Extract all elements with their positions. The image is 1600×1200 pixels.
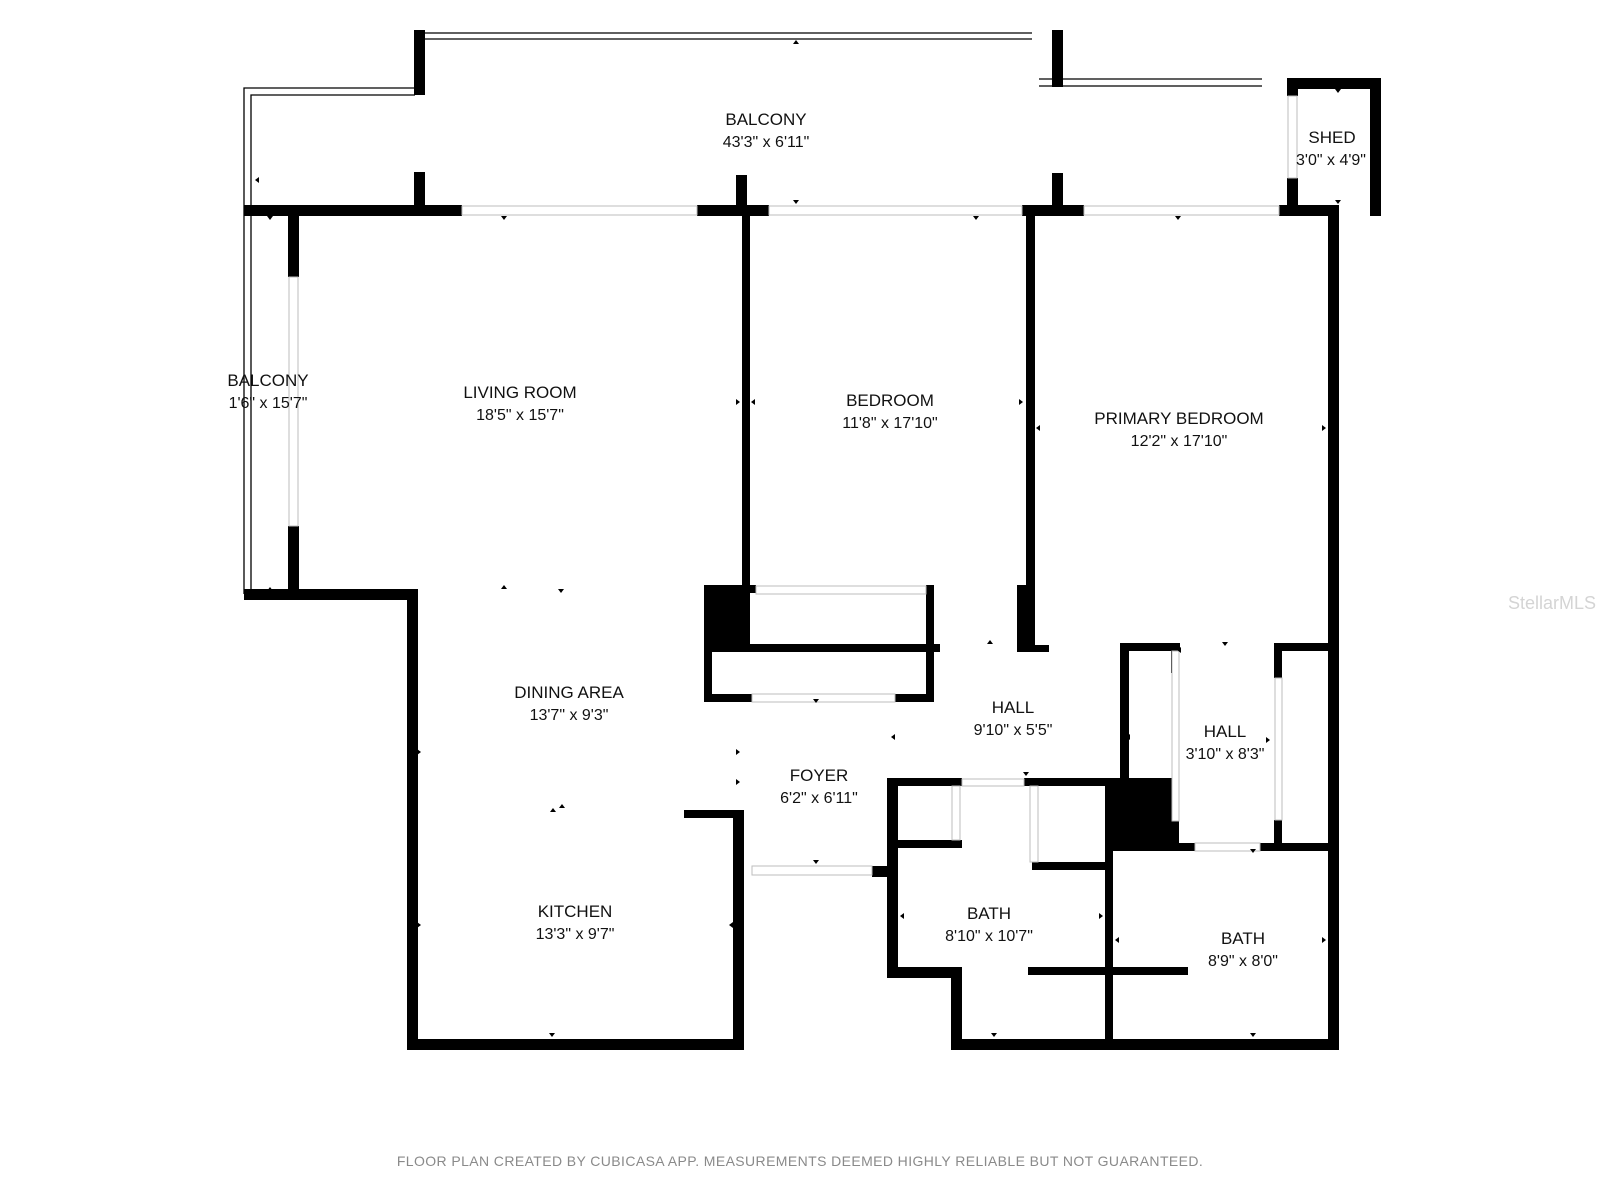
label-balcony-top-dims: 43'3" x 6'11"	[723, 134, 810, 151]
watermark: StellarMLS	[1508, 593, 1596, 613]
label-bedroom-name: BEDROOM	[846, 391, 934, 410]
label-hall-small-dims: 3'10" x 8'3"	[1186, 746, 1265, 763]
balcony-outlines	[243, 32, 1262, 594]
label-balcony-side-dims: 1'6" x 15'7"	[229, 395, 308, 412]
label-bath-2-dims: 8'9" x 8'0"	[1208, 953, 1278, 970]
label-hall-main-name: HALL	[992, 698, 1035, 717]
label-kitchen-name: KITCHEN	[538, 902, 613, 921]
label-bath-1-dims: 8'10" x 10'7"	[945, 928, 1033, 945]
label-living-room-dims: 18'5" x 15'7"	[476, 407, 564, 424]
label-dining-area-name: DINING AREA	[514, 683, 624, 702]
label-shed-name: SHED	[1308, 128, 1355, 147]
label-bedroom-dims: 11'8" x 17'10"	[842, 415, 937, 432]
label-living-room-name: LIVING ROOM	[463, 383, 576, 402]
walls	[244, 30, 1381, 1050]
footer-note: FLOOR PLAN CREATED BY CUBICASA APP. MEAS…	[397, 1153, 1203, 1169]
label-foyer-dims: 6'2" x 6'11"	[780, 790, 858, 807]
label-primary-bedroom-dims: 12'2" x 17'10"	[1131, 433, 1228, 450]
label-balcony-top-name: BALCONY	[725, 110, 806, 129]
label-foyer-name: FOYER	[790, 766, 849, 785]
measurement-markers	[255, 40, 1341, 1037]
label-kitchen-dims: 13'3" x 9'7"	[536, 926, 615, 943]
label-bath-1-name: BATH	[967, 904, 1011, 923]
label-primary-bedroom-name: PRIMARY BEDROOM	[1094, 409, 1263, 428]
room-labels: BALCONY 43'3" x 6'11" SHED 3'0" x 4'9" B…	[227, 110, 1366, 970]
label-dining-area-dims: 13'7" x 9'3"	[530, 707, 609, 724]
label-bath-2-name: BATH	[1221, 929, 1265, 948]
label-balcony-side-name: BALCONY	[227, 371, 308, 390]
windows	[288, 95, 1298, 876]
label-hall-small-name: HALL	[1204, 722, 1247, 741]
label-shed-dims: 3'0" x 4'9"	[1296, 152, 1366, 169]
label-hall-main-dims: 9'10" x 5'5"	[974, 722, 1053, 739]
